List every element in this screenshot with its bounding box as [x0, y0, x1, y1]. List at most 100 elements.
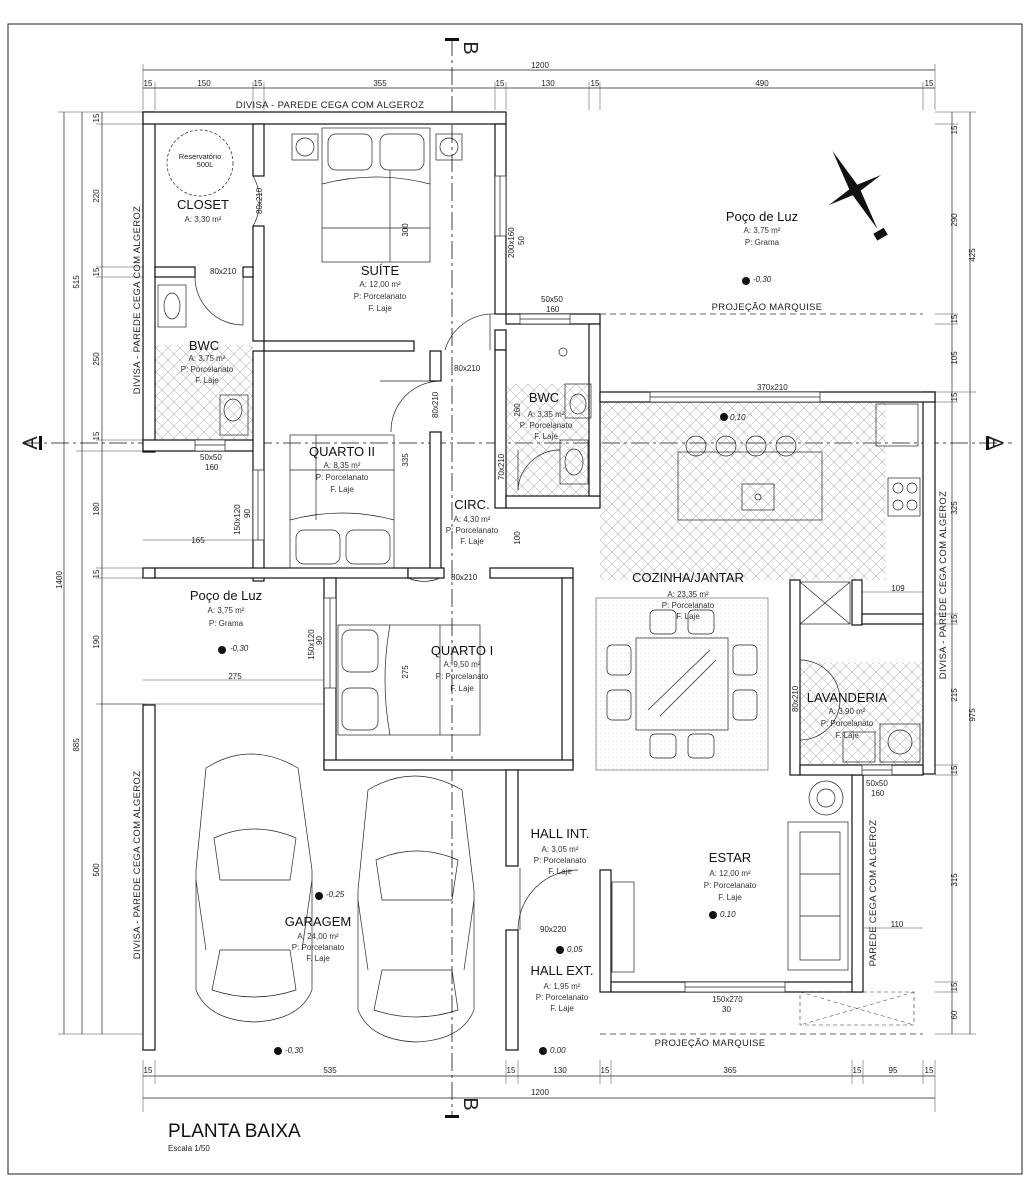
room-bwc1-ceiling: F. Laje	[195, 376, 219, 385]
dim-bottom-seg: 365	[723, 1066, 737, 1075]
room-bwc2-ceiling: F. Laje	[534, 432, 558, 441]
section-label: B	[459, 41, 481, 54]
room-suite-area: A: 12,00 m²	[359, 280, 401, 289]
dim-bottom-seg: 130	[553, 1066, 567, 1075]
section-marker-a-left: A	[20, 436, 42, 450]
room-quarto1-ceiling: F. Laje	[450, 684, 474, 693]
quarto1-bed	[337, 624, 481, 736]
drawing-scale: Escala 1/50	[168, 1144, 210, 1153]
car-right	[357, 775, 475, 1043]
dim-right-outer: 425	[968, 248, 977, 262]
room-poco2-name: Poço de Luz	[190, 588, 262, 603]
room-circ-name: CIRC.	[454, 497, 489, 512]
room-living-level: 0,10	[720, 910, 736, 919]
room-quarto2-ceiling: F. Laje	[330, 485, 354, 494]
room-hall-int-area: A: 3,05 m²	[542, 845, 579, 854]
dimension-top: 1200 15 150 15 355 15 130 15 490 15	[142, 61, 936, 110]
dim-bottom-seg: 15	[925, 1066, 934, 1075]
interior-dimension-labels: 165 275 335 275 109 110 100 260 300	[191, 223, 905, 929]
room-garage-floor: P: Porcelanato	[292, 943, 345, 952]
dim-label: 275	[401, 665, 410, 679]
dim-left-inner: 220	[92, 189, 101, 203]
dim-right-inner: 315	[950, 873, 959, 887]
opening-label: 150x120	[233, 504, 242, 535]
dim-left-inner: 15	[92, 431, 101, 440]
laundry-fixtures	[799, 581, 921, 763]
room-circ-ceiling: F. Laje	[460, 537, 484, 546]
room-kitchen-ceiling: F. Laje	[676, 612, 700, 621]
room-kitchen-floor: P: Porcelanato	[662, 601, 715, 610]
room-hall-ext-ceiling: F. Laje	[550, 1004, 574, 1013]
opening-label: 70x210	[497, 453, 506, 480]
section-label: A	[20, 436, 42, 450]
dim-top-total: 1200	[531, 61, 549, 70]
dim-left-inner: 15	[92, 267, 101, 276]
dim-label: 275	[228, 672, 242, 681]
room-poco1-level: -0,30	[753, 275, 772, 284]
opening-labels: 80x210 80x210 80x210 80x210 70x210 80x21…	[200, 187, 888, 1014]
dim-right-inner: 105	[950, 351, 959, 365]
water-tank: Reservatório 500L	[166, 129, 234, 197]
dimension-right: 15 290 15 105 15 325 15 215 15 315 15 60…	[935, 111, 977, 1035]
opening-label: 150x270	[712, 995, 743, 1004]
room-poco2-area: A: 3,75 m²	[208, 606, 245, 615]
dim-right-inner: 290	[950, 213, 959, 227]
dim-bottom-seg: 535	[323, 1066, 337, 1075]
dim-top-seg: 490	[755, 79, 769, 88]
section-marker-b-bottom: B	[445, 1097, 481, 1118]
walls	[142, 111, 936, 1051]
room-poco1-area: A: 3,75 m²	[744, 226, 781, 235]
kitchen-island	[677, 403, 921, 521]
north-arrow-icon	[829, 151, 888, 241]
dim-left-outer: 515	[72, 275, 81, 289]
dim-right-inner: 15	[950, 125, 959, 134]
dim-label: 165	[191, 536, 205, 545]
opening-label: 160	[546, 305, 560, 314]
opening-label: 50	[517, 236, 526, 245]
note-divisa-right: DIVISA - PAREDE CEGA COM ALGEROZ	[938, 491, 949, 679]
dim-bottom-seg: 15	[507, 1066, 516, 1075]
opening-label: 90	[315, 636, 324, 645]
dim-label: 100	[513, 531, 522, 545]
room-kitchen-area: A: 23,35 m²	[667, 590, 709, 599]
dim-label: 110	[891, 920, 904, 929]
laundry-tile	[800, 662, 923, 765]
opening-label: 160	[871, 789, 885, 798]
dim-left-inner: 500	[92, 863, 101, 877]
level-marker-icon	[539, 1047, 547, 1055]
kitchen-tile	[600, 402, 886, 580]
opening-label: 370x210	[757, 383, 788, 392]
opening-label: 160	[205, 463, 219, 472]
note-parede-right: PAREDE CEGA COM ALGEROZ	[868, 820, 879, 967]
level-marker-icon	[218, 646, 226, 654]
room-suite-name: SUÍTE	[361, 263, 400, 278]
dim-bottom-total: 1200	[531, 1088, 549, 1097]
opening-label: 50x50	[200, 453, 222, 462]
room-bwc1-area: A: 3,75 m²	[189, 354, 226, 363]
dim-right-inner: 60	[950, 1010, 959, 1019]
room-circ-area: A: 4,30 m²	[454, 515, 491, 524]
dim-right-inner: 325	[950, 501, 959, 515]
bwc1-fixtures	[157, 284, 249, 436]
room-kitchen-name: COZINHA/JANTAR	[632, 570, 744, 585]
opening-label: 50x50	[866, 779, 888, 788]
bwc2-fixtures	[558, 347, 592, 485]
bwc1-tile	[155, 345, 253, 440]
room-hall-ext-level: 0,05	[567, 945, 583, 954]
room-poco1-name: Poço de Luz	[726, 209, 798, 224]
level-marker-icon	[556, 946, 564, 954]
dim-left-inner: 15	[92, 113, 101, 122]
sofa	[611, 780, 849, 973]
room-suite-floor: P: Porcelanato	[354, 292, 407, 301]
room-bwc2-floor: P: Porcelanato	[520, 421, 573, 430]
dim-right-inner: 15	[950, 982, 959, 991]
level-front-entry: 0,00	[550, 1046, 566, 1055]
room-bwc1-name: BWC	[189, 338, 219, 353]
room-quarto1-floor: P: Porcelanato	[436, 672, 489, 681]
level-marker-icon	[274, 1047, 282, 1055]
level-marker-icon	[742, 277, 750, 285]
level-marker-icon	[315, 892, 323, 900]
room-bwc2-name: BWC	[529, 390, 559, 405]
room-quarto1-area: A: 9,50 m²	[444, 660, 481, 669]
room-kitchen-level: 0,10	[730, 413, 746, 422]
